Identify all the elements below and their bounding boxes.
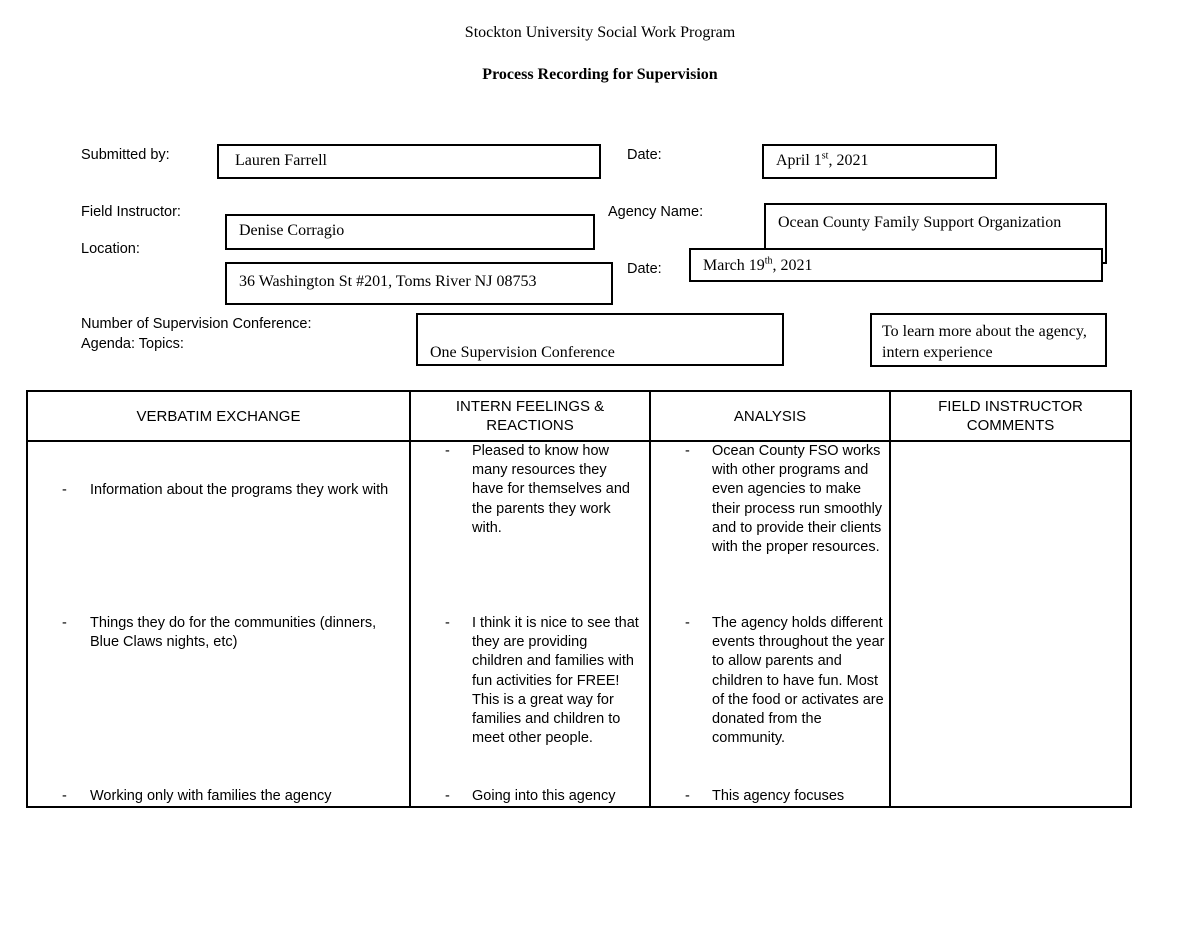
header-field-instructor-comments: FIELD INSTRUCTOR COMMENTS	[889, 390, 1132, 442]
field-instructor-comments-cell[interactable]	[889, 440, 1132, 808]
conference-value: One Supervision Conference	[430, 344, 615, 361]
date2-field[interactable]: March 19th, 2021	[689, 248, 1103, 282]
submitted-by-value: Lauren Farrell	[235, 152, 327, 169]
date2-label: Date:	[627, 261, 662, 277]
analysis-cell[interactable]: - Ocean County FSO works with other prog…	[649, 440, 891, 808]
agenda-label: Agenda: Topics:	[81, 336, 184, 352]
location-value: 36 Washington St #201, Toms River NJ 087…	[239, 273, 537, 290]
list-item: - Pleased to know how many resources the…	[445, 443, 630, 536]
list-item: - Working only with families the agency	[62, 788, 332, 804]
header-intern-feelings: INTERN FEELINGS & REACTIONS	[409, 390, 651, 442]
university-title: Stockton University Social Work Program	[464, 24, 736, 41]
process-recording-table: VERBATIM EXCHANGE INTERN FEELINGS & REAC…	[26, 390, 1132, 808]
table-row: - Information about the programs they wo…	[26, 440, 1132, 808]
field-instructor-field[interactable]: Denise Corragio	[225, 214, 595, 250]
list-item: - Going into this agency	[445, 788, 616, 804]
header-analysis: ANALYSIS	[649, 390, 891, 442]
date-label: Date:	[627, 147, 662, 163]
list-item: - I think it is nice to see that they ar…	[445, 615, 639, 747]
conference-field[interactable]: One Supervision Conference	[416, 313, 784, 366]
date-field[interactable]: April 1st, 2021	[762, 144, 997, 179]
location-field[interactable]: 36 Washington St #201, Toms River NJ 087…	[225, 262, 613, 305]
page-title: Process Recording for Supervision	[482, 66, 718, 83]
field-instructor-value: Denise Corragio	[239, 222, 345, 239]
list-item: - Ocean County FSO works with other prog…	[685, 443, 883, 556]
intern-feelings-cell[interactable]: - Pleased to know how many resources the…	[409, 440, 651, 808]
agency-name-value: Ocean County Family Support Organization	[778, 214, 1062, 231]
date-value: April 1st, 2021	[776, 150, 869, 169]
header-verbatim-exchange: VERBATIM EXCHANGE	[26, 390, 411, 442]
submitted-by-label: Submitted by:	[81, 147, 170, 163]
submitted-by-field[interactable]: Lauren Farrell	[217, 144, 601, 179]
list-item: - Things they do for the communities (di…	[62, 615, 377, 651]
agency-name-label: Agency Name:	[608, 204, 704, 220]
verbatim-cell[interactable]: - Information about the programs they wo…	[26, 440, 411, 808]
date2-value: March 19th, 2021	[703, 255, 813, 274]
conference-label: Number of Supervision Conference:	[81, 316, 312, 332]
table-header-row: VERBATIM EXCHANGE INTERN FEELINGS & REAC…	[26, 390, 1132, 442]
location-label: Location:	[81, 241, 140, 257]
list-item: - Information about the programs they wo…	[62, 482, 389, 498]
list-item: - The agency holds different events thro…	[685, 615, 885, 747]
agenda-value: To learn more about the agency, intern e…	[882, 323, 1087, 361]
list-item: - This agency focuses	[685, 788, 845, 804]
agenda-field[interactable]: To learn more about the agency, intern e…	[870, 313, 1107, 367]
field-instructor-label: Field Instructor:	[81, 204, 181, 220]
